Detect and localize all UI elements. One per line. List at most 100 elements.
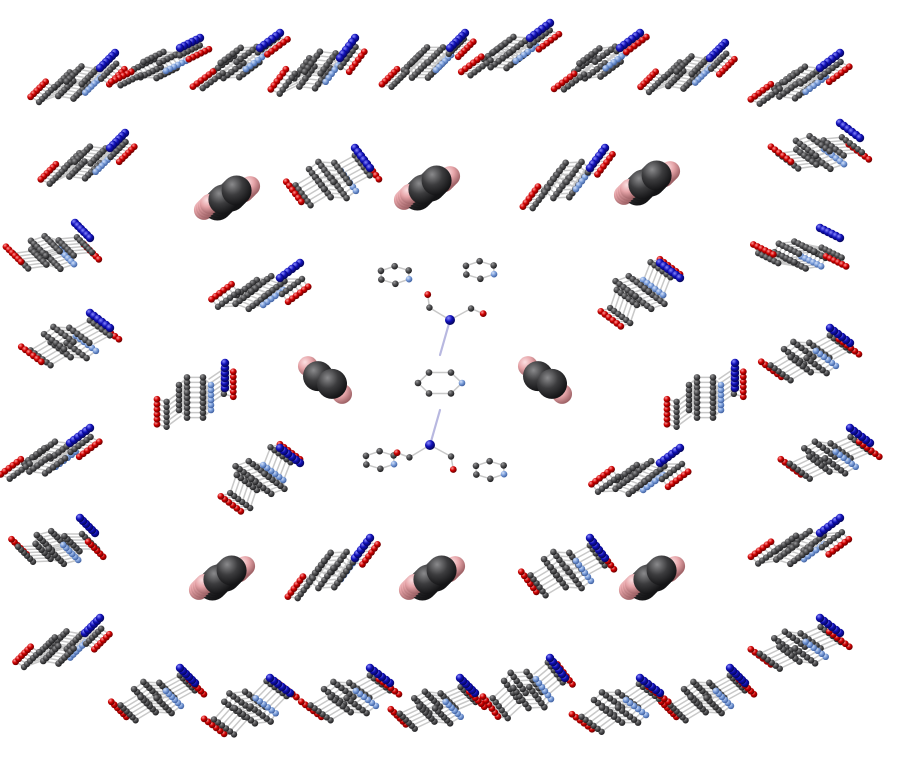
metal-atom [585,163,595,173]
carbon-atom [647,457,655,465]
carbon-atom [424,59,432,66]
carbon-atom [106,332,113,339]
carbon-atom [826,147,833,155]
metal-atom [545,653,555,663]
carbon-atom [767,362,774,369]
carbon-atom [296,83,303,90]
oxygen-atom [842,262,850,270]
carbon-atom [706,679,713,687]
carbon-atom [791,95,799,102]
carbon-atom [550,194,557,202]
oxygen-atom [8,535,15,543]
carbon-atom [827,440,834,447]
metal-atom [95,613,105,623]
metal-atom [75,513,85,523]
carbon-atom [317,70,324,77]
carbon-atom [51,634,59,641]
oxygen-atom [107,698,115,706]
carbon-atom [81,175,89,182]
carbon-atom [46,453,53,460]
nitrogen-atom [442,698,449,706]
carbon-atom [794,165,802,172]
carbon-atom [633,461,641,469]
carbon-atom [795,250,803,257]
carbon-atom [217,59,224,67]
carbon-atom [847,433,854,441]
carbon-atom [566,549,573,557]
carbon-atom [821,455,829,462]
carbon-atom [35,648,43,656]
nitrogen-atom [322,78,329,86]
carbon-atom [811,248,818,255]
carbon-atom [97,625,105,632]
carbon-atom [680,85,687,92]
oxygen-atom [550,85,558,93]
oxygen-atom [535,45,543,53]
oxygen-atom [17,455,25,463]
oxygen-atom [608,465,615,473]
metal-atom [835,513,845,523]
carbon-atom [526,683,533,691]
carbon-atom [503,64,510,72]
carbon-atom [47,362,54,369]
carbon-atom [817,623,824,631]
carbon-atom [781,628,789,635]
nitrogen-atom [802,638,809,646]
metal-atom [85,233,95,243]
oxygen-atom [757,358,765,366]
oxygen-atom [594,170,601,178]
carbon-atom [858,149,866,156]
oxygen-atom [684,468,692,476]
oxygen-atom [387,705,395,713]
carbon-atom [673,68,680,75]
carbon-atom [540,555,548,563]
nitrogen-atom [252,694,259,702]
carbon-atom [232,300,239,308]
carbon-atom [61,455,69,462]
carbon-atom [526,42,533,49]
carbon-atom [35,98,43,106]
carbon-atom [707,65,715,72]
metal-atom [95,63,105,73]
carbon-atom [24,265,32,272]
nitrogen-atom [162,687,170,695]
carbon-atom [563,564,570,572]
carbon-atom [487,63,494,71]
carbon-atom [57,265,64,273]
carbon-atom [78,80,86,88]
nitrogen-atom [70,260,78,268]
nitrogen-atom [59,541,67,549]
oxygen-atom [825,78,833,86]
carbon-atom [527,572,534,579]
metal-atom [105,143,115,153]
carbon-atom [70,645,77,652]
carbon-atom [614,473,622,480]
carbon-atom [327,193,334,201]
oxygen-atom [769,251,777,258]
carbon-atom [346,563,353,571]
carbon-atom [327,549,334,557]
carbon-atom [156,679,163,687]
carbon-atom [793,541,800,548]
metal-atom [675,273,685,283]
oxygen-atom [297,198,305,206]
oxygen-atom [208,295,215,303]
carbon-atom [812,152,820,160]
carbon-atom [756,650,763,657]
carbon-atom [776,93,783,100]
carbon-atom [83,354,90,362]
carbon-atom [775,259,782,267]
carbon-atom [437,690,444,697]
nitrogen-atom [432,66,440,74]
oxygen-atom [105,630,113,638]
nitrogen-atom [352,187,360,195]
oxygen-atom [375,175,383,183]
carbon-atom [26,460,33,467]
metal-atom [585,533,595,543]
carbon-atom [645,287,653,295]
carbon-atom [327,693,334,701]
carbon-atom [241,688,249,695]
carbon-atom [346,179,353,187]
oxygen-atom [715,70,723,78]
carbon-atom [46,180,53,187]
